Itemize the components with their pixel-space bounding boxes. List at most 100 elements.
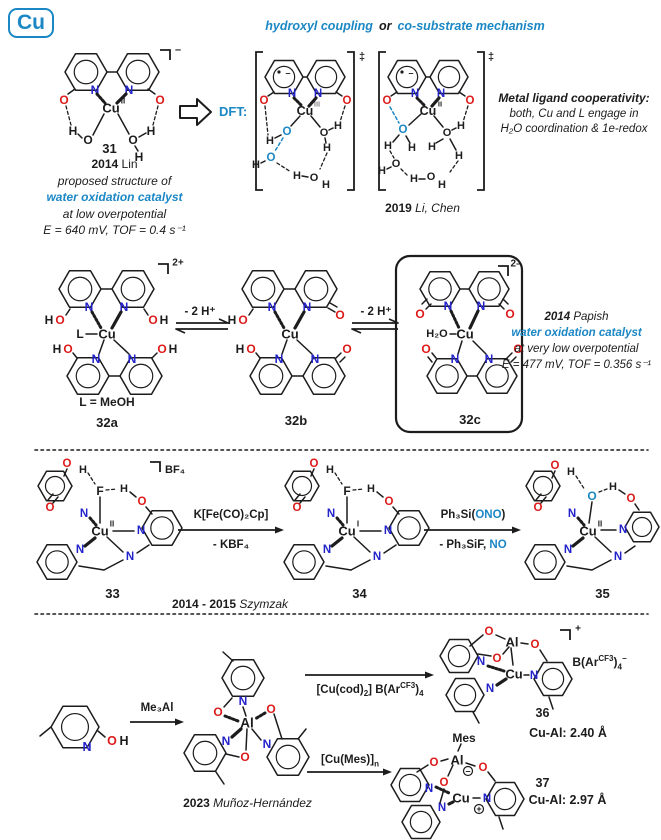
aromatic-ring [306, 59, 346, 95]
atom-label: N [327, 508, 335, 520]
atom-label: N [486, 683, 494, 695]
bond [458, 91, 466, 97]
bond [273, 310, 286, 330]
bond [273, 713, 283, 740]
atom-label: N [614, 551, 622, 563]
aromatic-ring [64, 53, 108, 91]
atom-label: N [485, 352, 494, 366]
aromatic-circle [453, 683, 477, 707]
structure-34-number: 34 [352, 586, 367, 601]
papish-author: Papish [573, 311, 609, 323]
aromatic-ring [439, 638, 479, 674]
bond [264, 105, 269, 136]
radical-dot [277, 70, 281, 74]
bracket [477, 51, 485, 191]
bond [90, 310, 103, 330]
bond [383, 544, 397, 554]
radical-dot [400, 70, 404, 74]
aromatic-ring [50, 705, 100, 749]
aromatic-circle [397, 516, 421, 540]
bond [276, 162, 292, 173]
bond [330, 536, 344, 548]
bond [495, 677, 508, 687]
atom-label: H [367, 483, 375, 495]
charge-bracket [560, 629, 571, 640]
bond [571, 536, 585, 548]
bond [267, 91, 275, 97]
aromatic-ring [116, 53, 160, 91]
atom-label: + [476, 804, 481, 814]
aromatic-circle [493, 787, 517, 811]
bond [566, 565, 593, 571]
bond [301, 175, 309, 178]
charge-bracket [158, 263, 169, 274]
bond [434, 785, 451, 795]
atom-label: N [137, 525, 145, 537]
atom-label: N [451, 352, 460, 366]
block-arrow [179, 98, 212, 126]
aromatic-circle [395, 65, 419, 89]
aromatic-ring [141, 509, 183, 547]
aromatic-circle [631, 516, 653, 538]
cod-reagent: [Cu(cod)2] B(ArCF3)4 [316, 681, 424, 699]
atom-label: Cu [505, 667, 522, 682]
bond [376, 491, 384, 498]
bond [63, 468, 68, 477]
bond [248, 308, 254, 316]
atom-label: Cu [456, 327, 473, 342]
header-or: or [378, 19, 392, 33]
atom-label: O [342, 342, 351, 356]
atom-label: N [82, 740, 91, 754]
arrow-head [383, 768, 392, 776]
element-badge-label: Cu [17, 11, 45, 34]
bond [477, 653, 492, 657]
equilibrium-arrow-forward [352, 318, 399, 324]
aromatic-circle [67, 276, 93, 302]
bond [335, 91, 343, 97]
bond [245, 728, 248, 751]
atom-label: H [45, 313, 54, 327]
atom-label: Al [506, 635, 519, 650]
papish-line2: at very low overpotential [514, 342, 639, 355]
munoz-year: 2023 [183, 796, 210, 810]
aromatic-circle [485, 364, 509, 388]
bond [591, 559, 612, 571]
bond [335, 516, 345, 527]
atom-label: H [567, 466, 575, 478]
bond [462, 105, 469, 123]
bond [487, 771, 496, 782]
bond [427, 356, 433, 363]
atom-label: O [63, 458, 72, 470]
bond [251, 728, 262, 741]
atom-label: O [157, 342, 166, 356]
aromatic-ring [284, 470, 320, 502]
bond [274, 134, 282, 139]
bond [449, 160, 459, 173]
atom-label: O [293, 502, 302, 514]
atom-label: Al [451, 753, 464, 768]
arrow-head [512, 526, 521, 534]
bond [83, 536, 97, 548]
coop-line2: H₂O coordination & 1e-redox [500, 123, 648, 136]
aromatic-circle [275, 744, 301, 770]
bond [97, 730, 106, 738]
bond [297, 728, 307, 740]
highlight-box [394, 254, 524, 434]
atom-label: N [288, 88, 296, 100]
papish-caption: 2014 Papish water oxidation catalyst at … [492, 310, 661, 373]
bond [129, 491, 137, 498]
szymzak-citation: 2014 - 2015 Szymzak [150, 596, 310, 613]
structure-32c-number: 32c [459, 412, 481, 427]
aromatic-ring [426, 357, 468, 395]
atom-label: O [415, 307, 424, 321]
equilibrium-arrow-forward [176, 318, 229, 324]
bond [310, 115, 321, 128]
bond [510, 647, 514, 666]
atom-label: O [392, 158, 401, 170]
s31-line1: proposed structure of [57, 173, 172, 188]
atom-label: ‡ [488, 51, 494, 63]
aromatic-circle [477, 277, 501, 301]
atom-label: II [121, 97, 125, 106]
aromatic-ring [36, 543, 78, 581]
atom-label: H [266, 135, 274, 147]
